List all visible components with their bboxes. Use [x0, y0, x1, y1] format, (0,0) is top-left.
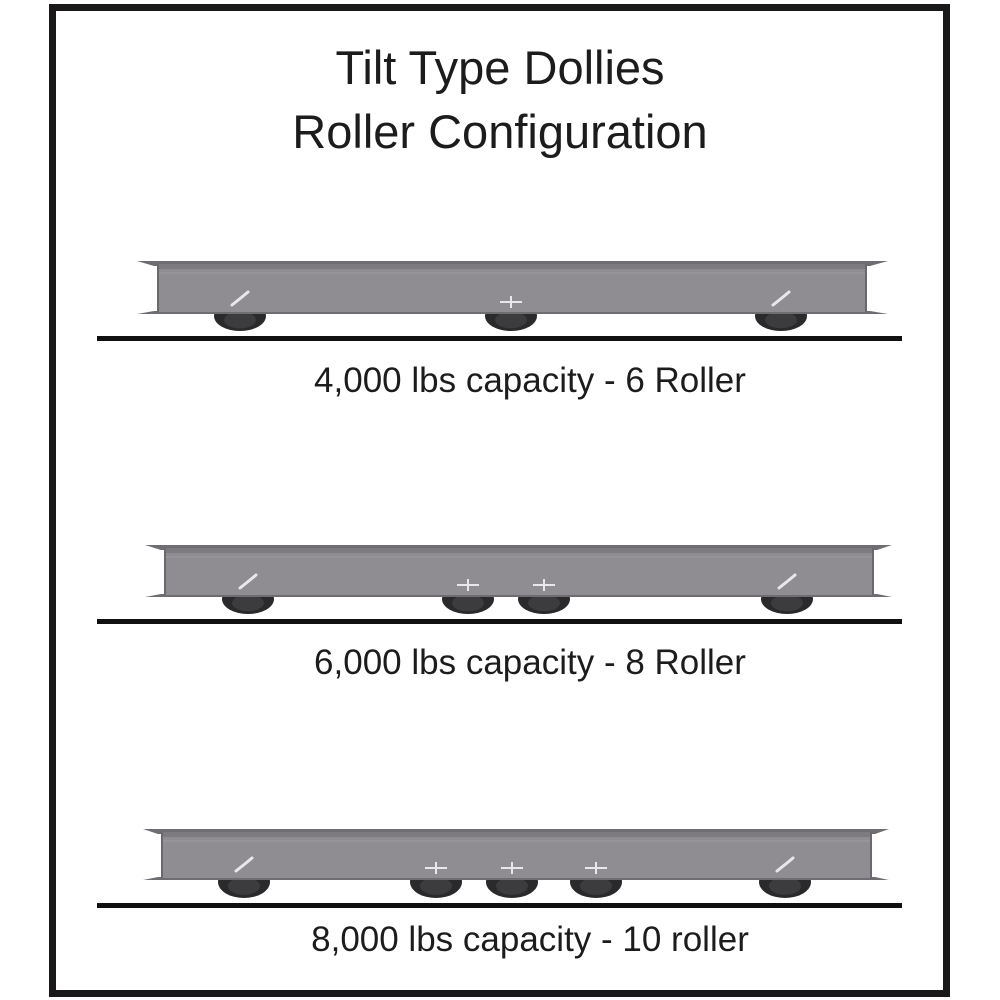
dolly-caption-10-roller: 8,000 lbs capacity - 10 roller	[311, 920, 749, 959]
bolt-highlight	[775, 856, 795, 873]
dolly-illustration-10-roller	[97, 829, 902, 908]
ground-line	[97, 619, 902, 624]
beam-web	[165, 548, 873, 595]
dolly-caption-6-roller: 4,000 lbs capacity - 6 Roller	[314, 361, 746, 400]
bolt-highlight	[533, 579, 555, 591]
bolt-highlight	[500, 296, 522, 308]
bolt-highlight	[234, 856, 254, 873]
dolly-illustration-8-roller	[97, 545, 902, 624]
dolly-illustration-6-roller	[97, 261, 902, 341]
dolly-caption-8-roller: 6,000 lbs capacity - 8 Roller	[314, 643, 746, 682]
bolt-highlight	[457, 579, 479, 591]
ground-line	[97, 336, 902, 341]
bolt-highlight	[230, 290, 250, 307]
title-line-1: Tilt Type Dollies	[335, 41, 665, 94]
bolt-highlight	[585, 862, 607, 874]
ground-line	[97, 903, 902, 908]
bolt-highlight	[501, 862, 523, 874]
beam-web	[162, 832, 871, 878]
title-line-2: Roller Configuration	[292, 105, 708, 158]
bolt-highlight	[777, 573, 797, 590]
bolt-highlight	[771, 290, 791, 307]
bolt-highlight	[425, 862, 447, 874]
bolt-highlight	[238, 573, 258, 590]
